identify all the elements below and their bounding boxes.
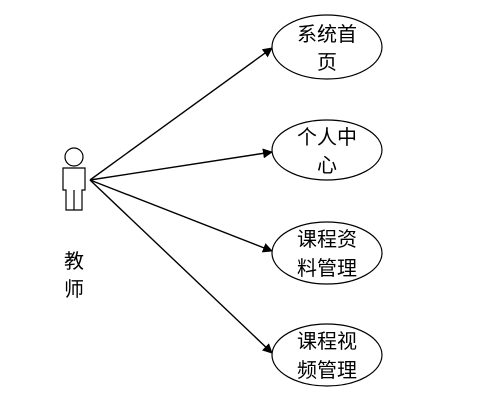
use-case-ellipse xyxy=(271,323,383,387)
use-case-ellipse xyxy=(271,14,383,80)
use-case-label-line1: 个人中 xyxy=(297,125,357,149)
use-case-label-line1: 课程视 xyxy=(297,329,357,353)
use-case-label-line2: 心 xyxy=(317,153,337,177)
associations xyxy=(89,47,273,354)
use-case-course-materials: 课程资 料管理 xyxy=(271,221,383,285)
actor-label-line1: 教 xyxy=(64,249,84,273)
use-case-ellipse xyxy=(271,221,383,285)
teacher-actor: 教 师 xyxy=(62,147,86,301)
association-arrow-course-videos xyxy=(89,179,273,354)
use-case-personal-center: 个人中 心 xyxy=(271,119,383,181)
actor-head xyxy=(64,147,84,167)
use-case-label-line2: 页 xyxy=(317,50,337,74)
association-arrow-system-home xyxy=(89,47,273,181)
use-case-label-line2: 频管理 xyxy=(297,358,357,382)
actor-body xyxy=(62,167,86,211)
actor-label-line2: 师 xyxy=(64,277,84,301)
use-case-system-home: 系统首 页 xyxy=(271,14,383,80)
use-case-label-line2: 料管理 xyxy=(297,256,357,280)
use-case-label-line1: 系统首 xyxy=(297,22,357,46)
use-case-ellipse xyxy=(271,119,383,181)
use-case-label-line1: 课程资 xyxy=(297,227,357,251)
use-case-course-videos: 课程视 频管理 xyxy=(271,323,383,387)
association-arrow-personal-center xyxy=(89,148,273,181)
association-arrow-course-materials xyxy=(89,179,273,253)
